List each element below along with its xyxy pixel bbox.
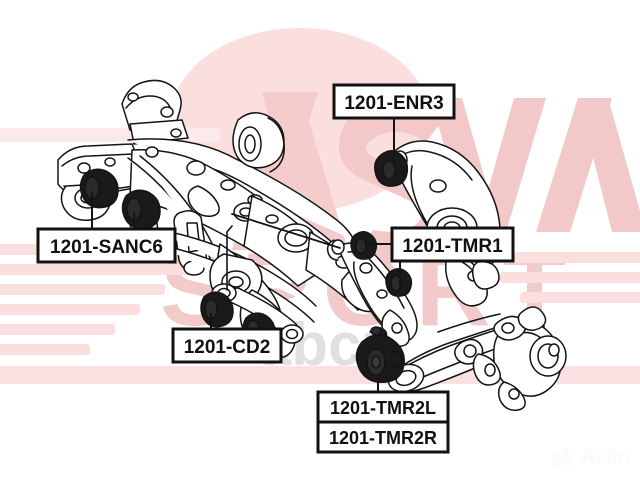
bushing-enr3 [374,150,409,187]
label-text-tmr2l: 1201-TMR2L [330,398,436,418]
label-box-tmr1[interactable]: 1201-TMR1 [390,226,515,263]
avito-logo-icon [551,447,577,467]
leader-lines [91,117,401,393]
bushing-tmr1-b [385,268,413,297]
balljoint-tmr2 [355,326,405,383]
label-box-tmr2r[interactable]: 1201-TMR2R [316,420,450,454]
label-text-enr3: 1201-ENR3 [344,93,443,114]
watermark-streaks-right [480,252,640,303]
bushing-sanc6-a [79,168,119,209]
trailing-arm-knuckle [387,306,567,412]
bushing-cd2-a [200,291,234,328]
label-text-tmr2r: 1201-TMR2R [329,428,437,448]
label-text-sanc6: 1201-SANC6 [50,237,163,258]
label-box-tmr2l[interactable]: 1201-TMR2L [316,390,450,424]
label-text-cd2: 1201-CD2 [184,337,271,358]
label-box-sanc6[interactable]: 1201-SANC6 [36,227,177,264]
bushing-tmr1-a [350,231,378,260]
avito-wordmark: Avito [580,445,631,469]
bushing-sanc6-b [121,189,161,230]
avito-watermark: Avito [551,445,631,469]
label-box-cd2[interactable]: 1201-CD2 [171,327,283,364]
label-box-enr3[interactable]: 1201-ENR3 [332,83,456,120]
label-text-tmr1: 1201-TMR1 [402,236,503,257]
